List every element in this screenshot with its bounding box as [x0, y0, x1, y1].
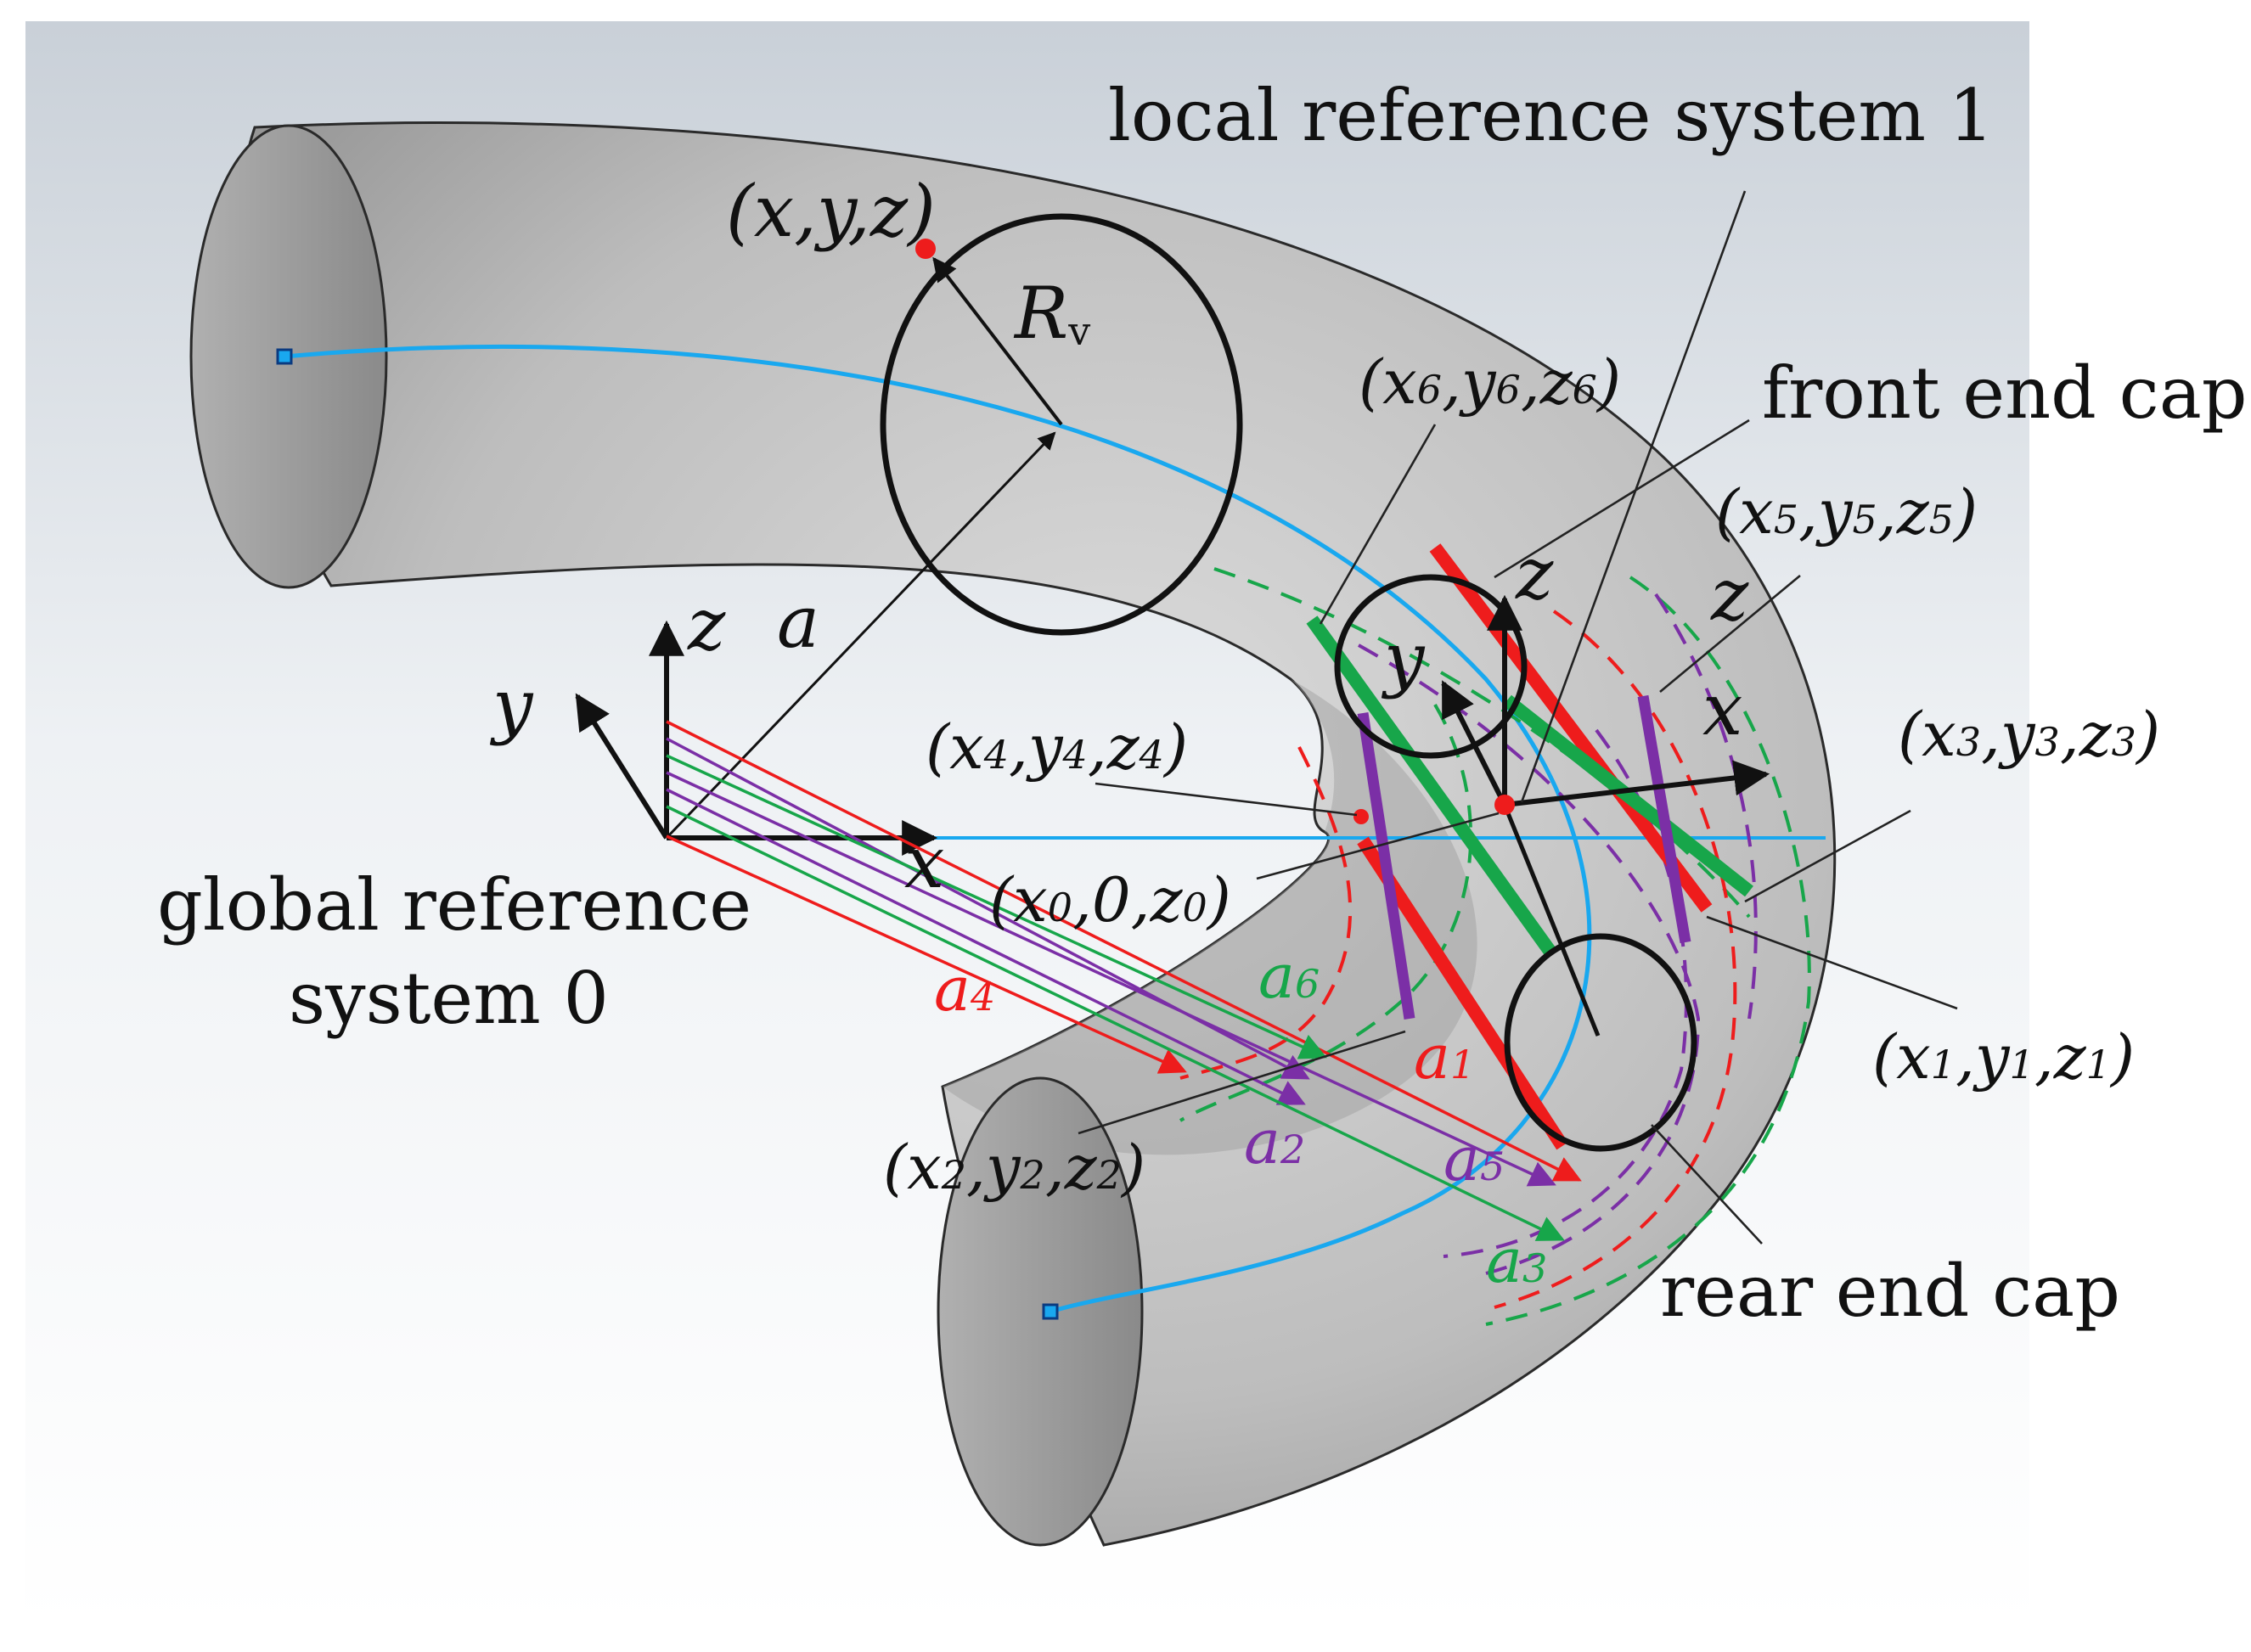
local-frame [1353, 594, 1770, 1037]
leader-lines [1078, 190, 1958, 1245]
label-vector-a: a [777, 581, 819, 664]
tube-end-bottom [937, 1076, 1144, 1547]
point-4-marker [1353, 809, 1369, 824]
label-point-1: (x1,y1,z1) [1872, 1021, 2135, 1093]
label-front-end-cap: front end cap [1762, 351, 2248, 435]
label-local-x: x [1702, 668, 1742, 751]
label-a3: a3 [1486, 1225, 1547, 1296]
dashed-trajectories [1179, 567, 1811, 1326]
label-global-reference-line2: system 0 [289, 957, 609, 1040]
rear-end-cap-circle [1504, 933, 1697, 1152]
label-global-x: x [904, 821, 944, 904]
label-a5: a5 [1443, 1123, 1505, 1194]
label-point-2: (x2,y2,z2) [883, 1132, 1145, 1203]
front-end-cap-circle [1334, 574, 1528, 759]
label-a4: a4 [934, 953, 995, 1025]
vector-a [665, 431, 1056, 840]
label-point-4: (x4,y4,z4) [926, 711, 1188, 783]
label-a2: a2 [1244, 1106, 1305, 1177]
centerline-start-marker [276, 348, 293, 365]
label-global-y: y [489, 664, 534, 747]
label-radius: Rv [1013, 272, 1090, 355]
bent-tube [236, 121, 1837, 1547]
label-local-reference-system: local reference system 1 [1108, 74, 1994, 157]
label-a1: a1 [1414, 1021, 1475, 1093]
label-local-z-outer: z [1710, 553, 1749, 637]
global-frame [575, 431, 1056, 856]
label-rear-end-cap: rear end cap [1660, 1250, 2120, 1333]
label-point-3: (x3,y3,z3) [1898, 699, 2160, 770]
label-a6: a6 [1258, 941, 1320, 1012]
label-point-0: (x0,0,z0) [989, 864, 1231, 936]
point-xyz-marker [915, 239, 936, 259]
radius-vector [932, 256, 1063, 426]
centerline-end-marker [1042, 1303, 1059, 1320]
label-global-z: z [687, 583, 726, 666]
vectors-a1-a6 [666, 720, 1582, 1241]
label-point-5: (x5,y5,z5) [1715, 476, 1978, 548]
label-local-z: z [1515, 532, 1554, 615]
label-local-y: y [1381, 617, 1426, 700]
label-global-reference-line1: global reference [157, 863, 751, 947]
local-origin-marker [1494, 795, 1515, 815]
cross-section-circle [880, 213, 1243, 636]
label-point-6: (x6,y6,z6) [1359, 346, 1621, 418]
inner-bend-shade [943, 679, 1477, 1155]
label-point-xyz: (x,y,z) [726, 170, 936, 253]
